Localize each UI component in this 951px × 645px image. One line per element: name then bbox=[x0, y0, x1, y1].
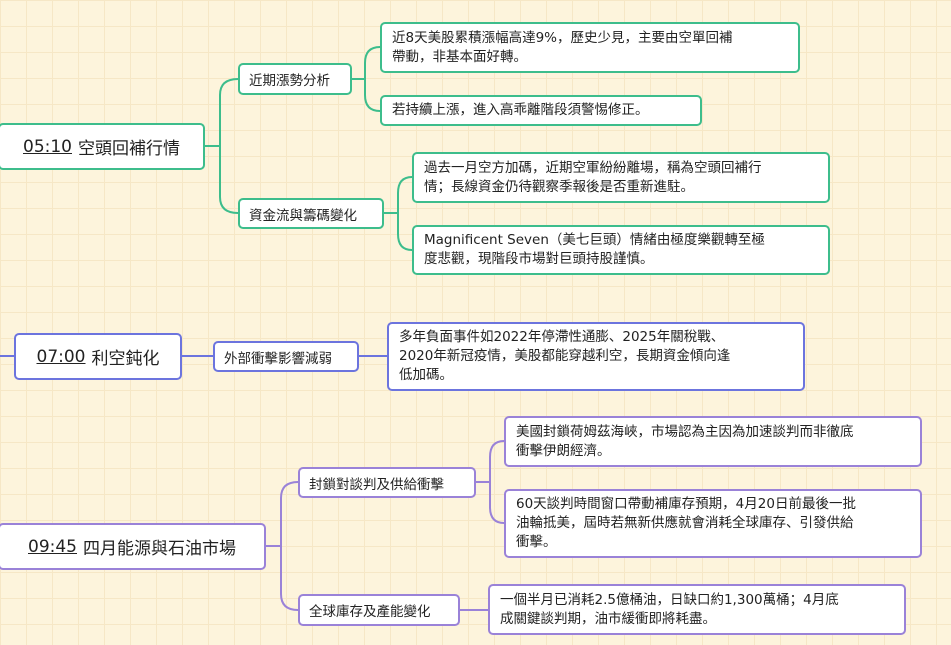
topic-title: 四月能源與石油市場 bbox=[83, 539, 236, 559]
leaf-line: 60天談判時間窗口帶動補庫存預期，4月20日前最後一批 bbox=[516, 496, 856, 512]
leaf-node[interactable]: 一個半月已消耗2.5億桶油，日缺口約1,300萬桶；4月底成關鍵談判期，油市緩衝… bbox=[488, 584, 906, 635]
leaf-line: 情；長線資金仍待觀察季報後是否重新進駐。 bbox=[424, 178, 694, 195]
leaf-line: 美國封鎖荷姆茲海峽，市場認為主因為加速談判而非徹底 bbox=[516, 423, 854, 440]
branch-label: 外部衝擊影響減弱 bbox=[224, 350, 332, 367]
timestamp-link[interactable]: 09:45 bbox=[28, 536, 77, 557]
topic-title: 利空鈍化 bbox=[91, 349, 160, 369]
branch-label: 封鎖對談判及供給衝擊 bbox=[309, 476, 444, 493]
branch-fund-flow[interactable]: 資金流與籌碼變化 bbox=[238, 198, 384, 229]
leaf-line: 過去一月空方加碼，近期空軍紛紛離場，稱為空頭回補行 bbox=[424, 159, 762, 176]
leaf-line: 低加碼。 bbox=[399, 367, 453, 383]
topic-title: 空頭回補行情 bbox=[78, 139, 180, 159]
leaf-line: 衝擊。 bbox=[516, 534, 557, 550]
leaf-line: Magnificent Seven（美七巨頭）情緒由極度樂觀轉至極 bbox=[424, 232, 765, 248]
leaf-line: 一個半月已消耗2.5億桶油，日缺口約1,300萬桶；4月底 bbox=[500, 591, 839, 608]
topic-shortcovering[interactable]: 05:10 空頭回補行情 bbox=[0, 123, 205, 170]
leaf-node[interactable]: 60天談判時間窗口帶動補庫存預期，4月20日前最後一批油輪抵美，屆時若無新供應就… bbox=[504, 489, 922, 558]
branch-blockade[interactable]: 封鎖對談判及供給衝擊 bbox=[298, 467, 476, 498]
leaf-line: 帶動，非基本面好轉。 bbox=[392, 48, 527, 65]
leaf-line: 油輪抵美，屆時若無新供應就會消耗全球庫存、引發供給 bbox=[516, 515, 854, 531]
branch-label: 全球庫存及產能變化 bbox=[309, 604, 431, 620]
leaf-line: 若持續上漲，進入高乖離階段須警惕修正。 bbox=[392, 102, 649, 118]
leaf-node[interactable]: 近8天美股累積漲幅高達9%，歷史少見，主要由空單回補帶動，非基本面好轉。 bbox=[380, 22, 800, 73]
leaf-line: 衝擊伊朗經濟。 bbox=[516, 442, 611, 459]
leaf-line: 2020年新冠疫情，美股都能穿越利空，長期資金傾向逢 bbox=[399, 348, 731, 364]
leaf-node[interactable]: 美國封鎖荷姆茲海峽，市場認為主因為加速談判而非徹底衝擊伊朗經濟。 bbox=[504, 416, 922, 467]
leaf-node[interactable]: Magnificent Seven（美七巨頭）情緒由極度樂觀轉至極度悲觀，現階段… bbox=[412, 225, 830, 275]
leaf-line: 多年負面事件如2022年停滯性通膨、2025年關稅戰、 bbox=[399, 329, 725, 345]
branch-label: 近期漲勢分析 bbox=[249, 73, 330, 89]
branch-inventory[interactable]: 全球庫存及產能變化 bbox=[298, 594, 460, 626]
branch-label: 資金流與籌碼變化 bbox=[249, 207, 357, 224]
leaf-node[interactable]: 過去一月空方加碼，近期空軍紛紛離場，稱為空頭回補行情；長線資金仍待觀察季報後是否… bbox=[412, 152, 830, 203]
leaf-node[interactable]: 多年負面事件如2022年停滯性通膨、2025年關稅戰、 2020年新冠疫情，美股都… bbox=[387, 322, 805, 391]
leaf-line: 度悲觀，現階段市場對巨頭持股謹慎。 bbox=[424, 251, 654, 267]
timestamp-link[interactable]: 05:10 bbox=[23, 136, 72, 157]
leaf-node[interactable]: 若持續上漲，進入高乖離階段須警惕修正。 bbox=[380, 95, 702, 126]
leaf-line: 近8天美股累積漲幅高達9%，歷史少見，主要由空單回補 bbox=[392, 29, 733, 46]
timestamp-link[interactable]: 07:00 bbox=[36, 346, 86, 367]
leaf-line: 成關鍵談判期，油市緩衝即將耗盡。 bbox=[500, 610, 716, 627]
branch-external-shocks[interactable]: 外部衝擊影響減弱 bbox=[213, 341, 359, 372]
branch-recent-rally[interactable]: 近期漲勢分析 bbox=[238, 63, 352, 95]
topic-energy-oil[interactable]: 09:45 四月能源與石油市場 bbox=[0, 523, 266, 570]
